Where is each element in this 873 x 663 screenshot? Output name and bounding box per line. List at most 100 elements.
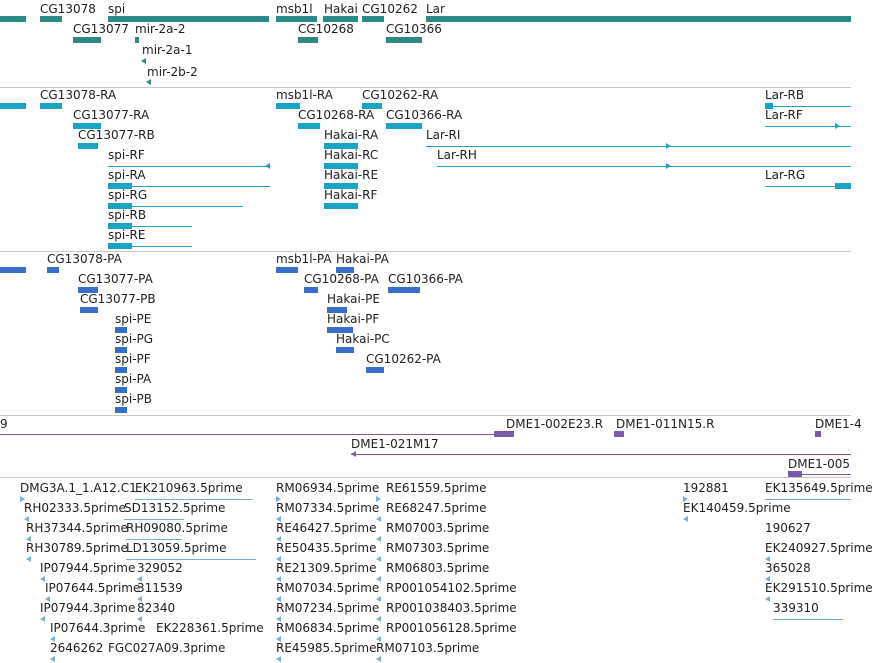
- est-arrow[interactable]: [683, 516, 688, 522]
- est-arrow[interactable]: [40, 576, 45, 582]
- est-line[interactable]: [135, 499, 253, 500]
- protein-feature[interactable]: [115, 407, 127, 413]
- est-line[interactable]: [126, 559, 256, 560]
- gene-feature-cg10366[interactable]: [386, 37, 422, 43]
- est-arrow[interactable]: [765, 596, 770, 602]
- est-arrow[interactable]: [26, 536, 31, 542]
- transcript-line[interactable]: [426, 146, 851, 147]
- gene-feature-lar[interactable]: [426, 16, 851, 22]
- est-arrow[interactable]: [276, 536, 281, 542]
- est-arrow[interactable]: [276, 576, 281, 582]
- transcript-line[interactable]: [108, 246, 192, 247]
- transcript-line[interactable]: [437, 166, 851, 167]
- est-arrow[interactable]: [276, 596, 281, 602]
- protein-feature[interactable]: [78, 287, 98, 293]
- est-arrow[interactable]: [45, 596, 50, 602]
- protein-feature[interactable]: [115, 387, 127, 393]
- protein-feature[interactable]: [336, 347, 354, 353]
- protein-feature[interactable]: [276, 267, 298, 273]
- transcript-feature[interactable]: [108, 223, 132, 229]
- protein-feature[interactable]: [336, 267, 354, 273]
- transcript-feature[interactable]: [108, 203, 132, 209]
- protein-feature[interactable]: [80, 307, 98, 313]
- est-arrow[interactable]: [765, 576, 770, 582]
- transcript-feature[interactable]: [765, 103, 773, 109]
- transcript-line[interactable]: [108, 186, 270, 187]
- protein-feature[interactable]: [115, 347, 127, 353]
- transcript-feature[interactable]: [324, 143, 358, 149]
- est-arrow[interactable]: [276, 496, 281, 502]
- est-arrow[interactable]: [765, 556, 770, 562]
- est-arrow[interactable]: [276, 556, 281, 562]
- est-line[interactable]: [124, 519, 184, 520]
- est-arrow[interactable]: [376, 636, 381, 642]
- gene-feature-cg13077[interactable]: [73, 37, 101, 43]
- est-arrow[interactable]: [50, 636, 55, 642]
- transcript-feature[interactable]: [362, 103, 382, 109]
- protein-feature[interactable]: [366, 367, 384, 373]
- transcript-feature[interactable]: [40, 103, 62, 109]
- clone-feature[interactable]: [815, 431, 821, 437]
- transcript-feature[interactable]: [73, 123, 101, 129]
- est-line[interactable]: [765, 499, 851, 500]
- transcript-feature[interactable]: [386, 123, 422, 129]
- est-arrow[interactable]: [376, 616, 381, 622]
- est-arrow[interactable]: [376, 596, 381, 602]
- gene-feature-spi[interactable]: [108, 16, 269, 22]
- est-line[interactable]: [773, 619, 843, 620]
- est-arrow[interactable]: [50, 656, 55, 662]
- gene-feature-msb1l[interactable]: [276, 16, 317, 22]
- gene-feature-mir-2b-2[interactable]: [146, 79, 151, 85]
- protein-feature[interactable]: [115, 327, 127, 333]
- est-arrow[interactable]: [376, 576, 381, 582]
- est-arrow[interactable]: [276, 516, 281, 522]
- gene-feature-cg10262[interactable]: [362, 16, 384, 22]
- transcript-feature-left[interactable]: [0, 103, 26, 109]
- clone-line[interactable]: [788, 474, 851, 475]
- transcript-feature[interactable]: [108, 183, 132, 189]
- transcript-feature[interactable]: [276, 103, 300, 109]
- clone-feature[interactable]: [788, 471, 802, 477]
- protein-feature[interactable]: [327, 307, 347, 313]
- transcript-line[interactable]: [108, 206, 243, 207]
- protein-feature[interactable]: [327, 327, 353, 333]
- transcript-feature[interactable]: [324, 183, 358, 189]
- transcript-feature[interactable]: [835, 183, 851, 189]
- est-line[interactable]: [126, 539, 182, 540]
- clone-line[interactable]: [0, 434, 510, 435]
- gene-feature-mir-2a-1[interactable]: [141, 58, 146, 64]
- est-arrow[interactable]: [137, 576, 142, 582]
- transcript-line[interactable]: [108, 166, 270, 167]
- transcript-feature[interactable]: [324, 163, 358, 169]
- gene-feature-hakai[interactable]: [323, 16, 358, 22]
- protein-feature[interactable]: [388, 287, 420, 293]
- transcript-feature[interactable]: [324, 203, 358, 209]
- gene-feature-left[interactable]: [0, 16, 26, 22]
- est-arrow[interactable]: [137, 616, 142, 622]
- est-arrow[interactable]: [276, 636, 281, 642]
- est-arrow[interactable]: [276, 616, 281, 622]
- protein-feature[interactable]: [47, 267, 59, 273]
- transcript-line[interactable]: [765, 186, 851, 187]
- est-arrow[interactable]: [24, 516, 29, 522]
- clone-feature[interactable]: [614, 431, 624, 437]
- gene-feature-cg13078[interactable]: [40, 16, 62, 22]
- est-arrow[interactable]: [137, 596, 142, 602]
- est-arrow[interactable]: [26, 556, 31, 562]
- est-arrow[interactable]: [276, 656, 281, 662]
- est-arrow[interactable]: [683, 496, 688, 502]
- gene-feature-mir-2a-2[interactable]: [135, 37, 139, 43]
- est-arrow[interactable]: [40, 616, 45, 622]
- est-arrow[interactable]: [376, 496, 381, 502]
- transcript-line[interactable]: [765, 126, 851, 127]
- est-arrow[interactable]: [376, 516, 381, 522]
- clone-line[interactable]: [351, 454, 851, 455]
- transcript-line[interactable]: [108, 226, 192, 227]
- clone-feature[interactable]: [494, 431, 514, 437]
- protein-feature-left[interactable]: [0, 267, 26, 273]
- transcript-line[interactable]: [765, 106, 851, 107]
- transcript-feature[interactable]: [108, 243, 132, 249]
- protein-feature[interactable]: [115, 367, 127, 373]
- est-arrow[interactable]: [376, 536, 381, 542]
- gene-feature-cg10268[interactable]: [298, 37, 318, 43]
